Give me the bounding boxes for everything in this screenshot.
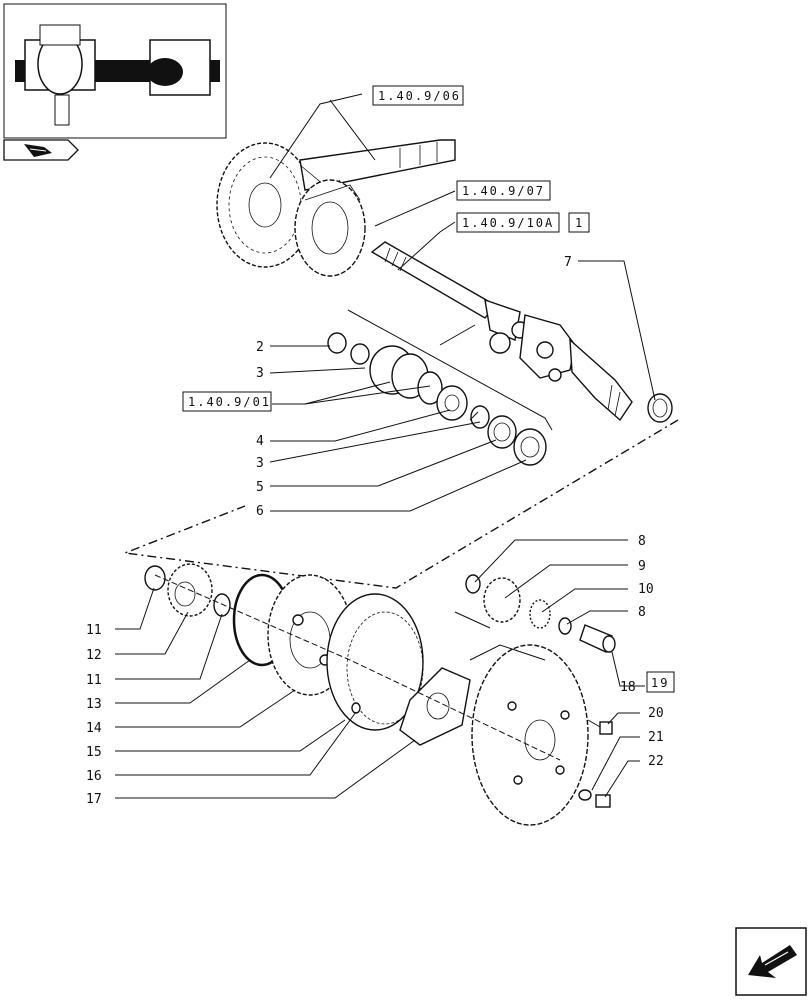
assembly-outline (124, 419, 679, 589)
callout-16: 16 (86, 769, 102, 784)
circlip-11a (144, 565, 166, 591)
callout-18: 18 (620, 680, 636, 695)
bearing-housing (369, 345, 443, 405)
callout-8: 8 (638, 605, 646, 620)
planet-pin-18 (579, 624, 616, 653)
pin-16 (351, 702, 361, 714)
washer-8 (558, 617, 572, 635)
ref-text: 1.40.9/01 (188, 395, 271, 409)
bolt-20 (587, 719, 613, 735)
ref-text: 1.40.9/10A (462, 216, 554, 230)
qty-box-19: 19 (646, 671, 675, 693)
axle-thumbnail[interactable] (3, 3, 227, 139)
callout-14: 14 (86, 721, 102, 736)
circlip-2 (327, 332, 370, 365)
callout-22: 22 (648, 754, 664, 769)
washer-21 (578, 789, 592, 801)
callout-20: 20 (648, 706, 664, 721)
ref-text: 1.40.9/07 (462, 184, 545, 198)
callout-8: 8 (638, 534, 646, 549)
ref-box-1-40-9-07[interactable]: 1.40.9/07 (456, 180, 551, 201)
callout-4: 4 (256, 434, 264, 449)
needle-bearing-10 (529, 599, 551, 629)
seal-5 (487, 415, 517, 449)
callout-17: 17 (86, 792, 102, 807)
callout-3: 3 (256, 456, 264, 471)
circlip-11b (213, 593, 231, 617)
callout-9: 9 (638, 559, 646, 574)
nut-22 (595, 794, 611, 808)
leader-lines (115, 93, 656, 799)
ref-box-1-40-9-06[interactable]: 1.40.9/06 (372, 85, 464, 106)
ring-6 (513, 428, 547, 466)
section-tab[interactable] (3, 139, 79, 161)
callout-13: 13 (86, 697, 102, 712)
ref-box-1-40-9-10a[interactable]: 1.40.9/10A (456, 212, 560, 233)
carrier-plate-17 (399, 667, 471, 746)
book-icon (24, 144, 52, 157)
wheel-hub-flange (471, 644, 589, 826)
qty-box: 1 (568, 212, 590, 233)
arrow-icon (748, 945, 797, 978)
ring-gear (216, 142, 314, 268)
callout-2: 2 (256, 340, 264, 355)
callout-5: 5 (256, 480, 264, 495)
callout-7: 7 (564, 255, 572, 270)
differential-case (294, 179, 366, 277)
next-page-button[interactable] (735, 927, 807, 996)
ring-gear-15 (326, 593, 424, 731)
callout-6: 6 (256, 504, 264, 519)
axle-half-shaft (370, 241, 633, 422)
qty-text: 19 (651, 676, 669, 690)
callout-21: 21 (648, 730, 664, 745)
snap-ring-7 (647, 393, 673, 423)
axle-assembly-thumbnail-icon (15, 24, 220, 126)
callout-15: 15 (86, 745, 102, 760)
ref-text: 1.40.9/06 (378, 89, 461, 103)
qty-text: 1 (575, 216, 584, 230)
callout-10: 10 (638, 582, 654, 597)
callout-11: 11 (86, 673, 102, 688)
callout-12: 12 (86, 648, 102, 663)
callout-3: 3 (256, 366, 264, 381)
callout-labels: 2 3 4 3 5 6 7 8 9 10 8 11 12 11 13 14 15… (86, 255, 664, 807)
ref-box-1-40-9-01[interactable]: 1.40.9/01 (182, 391, 272, 412)
callout-11: 11 (86, 623, 102, 638)
bearing-4 (436, 385, 468, 421)
planet-gear-9 (465, 574, 521, 623)
